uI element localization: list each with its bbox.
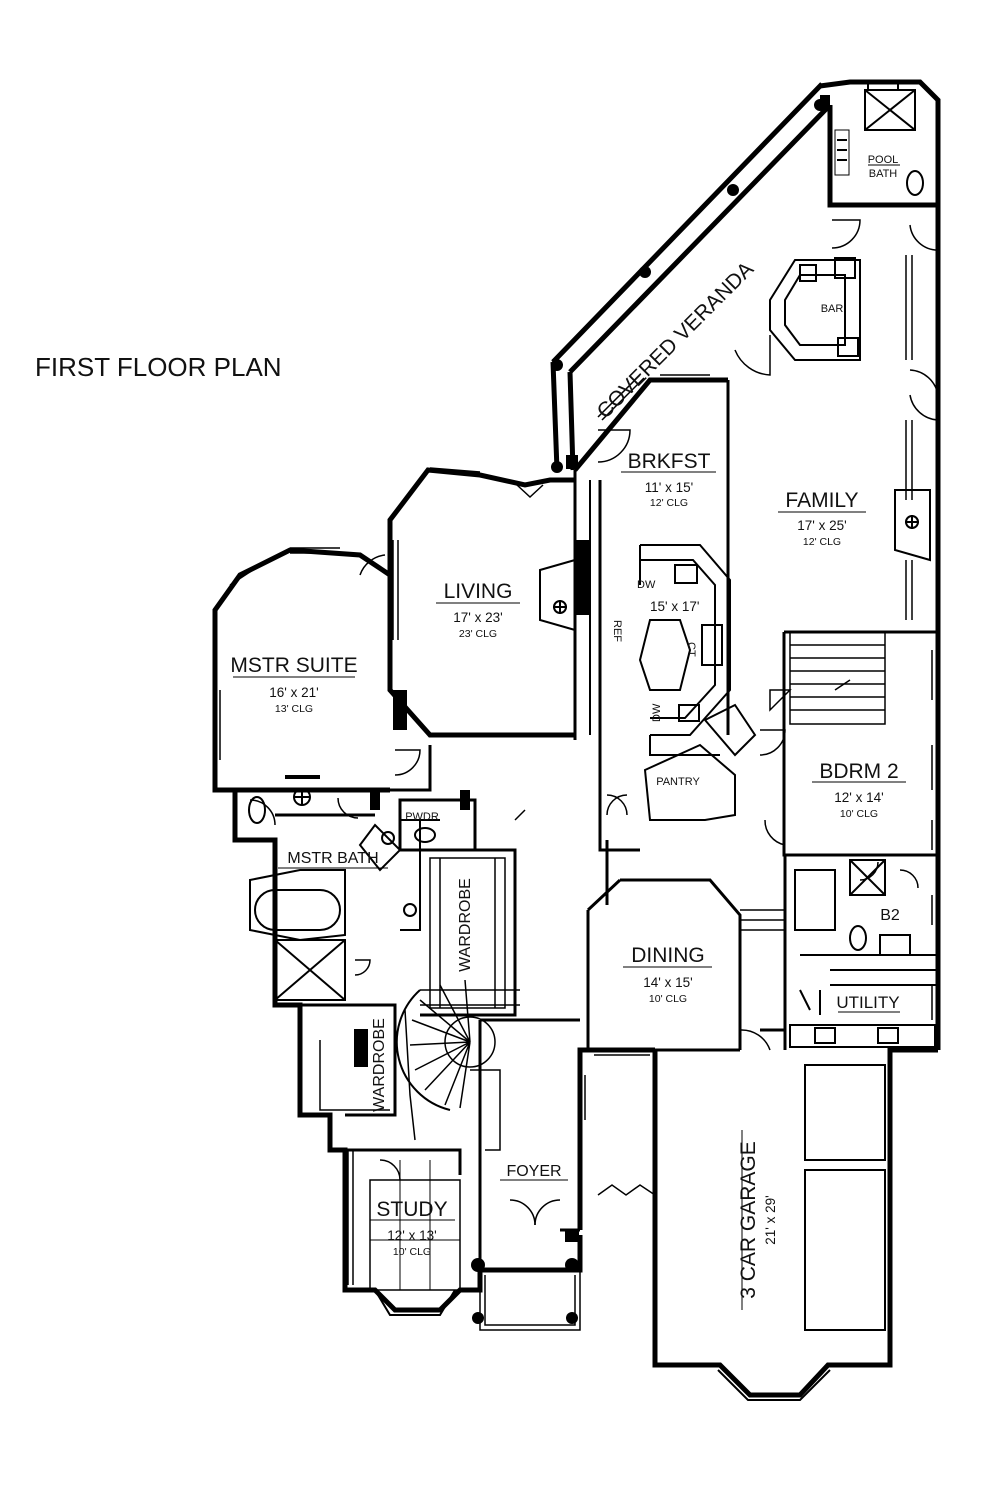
mstr-suite-size: 16' x 21': [269, 685, 318, 700]
pantry-outline: [643, 703, 757, 821]
garage-name: 3 CAR GARAGE: [737, 1141, 760, 1299]
bdrm2-size: 12' x 14': [834, 790, 883, 805]
study-name: STUDY: [376, 1198, 447, 1221]
b2-utility-fixtures: [789, 859, 938, 1048]
study-bay: [369, 1160, 461, 1316]
living-name: LIVING: [444, 580, 513, 603]
living-size: 17' x 23': [453, 610, 502, 625]
covered-veranda-label: COVERED VERANDA: [593, 258, 759, 424]
mstr-suite-name: MSTR SUITE: [230, 654, 357, 677]
utility-label: UTILITY: [836, 993, 899, 1012]
brkfst-size: 11' x 15': [645, 480, 693, 495]
family-name: FAMILY: [785, 489, 858, 512]
pwdr-label: PWDR: [405, 811, 439, 823]
pool-bath-label-1: POOL: [868, 154, 899, 166]
bdrm2-ceiling: 10' CLG: [840, 808, 878, 820]
garage-size: 21' x 29': [763, 1195, 778, 1244]
pantry-label: PANTRY: [656, 776, 700, 788]
columns: [370, 95, 830, 1272]
dining-name: DINING: [631, 944, 705, 967]
b2-label: B2: [880, 907, 900, 924]
label-underlines: [233, 164, 906, 1310]
garage-bays: [717, 1064, 886, 1401]
dining-ceiling: 10' CLG: [649, 993, 687, 1005]
dining-size: 14' x 15': [643, 975, 692, 990]
foyer-label: FOYER: [506, 1163, 561, 1180]
pool-bath-fixtures: [834, 81, 924, 196]
bar-counter: [769, 257, 861, 361]
kitchen-cabinets: [589, 480, 731, 756]
kitchen-size: 15' x 17': [650, 599, 699, 614]
family-ceiling: 12' CLG: [803, 536, 841, 548]
ct-label: CT: [685, 642, 697, 657]
ref-label: REF: [611, 620, 623, 642]
wardrobe-upper-label: WARDROBE: [457, 878, 474, 972]
wardrobe-lower-label: WARDROBE: [371, 1018, 388, 1112]
plan-title: FIRST FLOOR PLAN: [35, 352, 282, 382]
study-ceiling: 10' CLG: [393, 1246, 431, 1258]
foyer-entry: [470, 1069, 581, 1331]
pool-bath-label-2: BATH: [869, 168, 898, 180]
dw-lower-label: DW: [651, 703, 663, 722]
windows: [214, 255, 939, 1285]
bdrm2-name: BDRM 2: [819, 760, 898, 783]
study-size: 12' x 13': [387, 1228, 436, 1243]
brkfst-ceiling: 12' CLG: [650, 497, 688, 509]
living-ceiling: 23' CLG: [459, 628, 497, 640]
brkfst-name: BRKFST: [628, 450, 711, 473]
wardrobe-rods: [319, 857, 506, 1141]
mstr-suite-ceiling: 13' CLG: [275, 703, 313, 715]
dw-upper-label: DW: [637, 579, 656, 591]
stairs: [395, 631, 886, 1111]
fireplaces: [285, 489, 931, 1067]
bar-label: BAR: [821, 303, 844, 315]
mstr-bath-label: MSTR BATH: [287, 850, 378, 867]
master-bath-fixtures: [234, 796, 440, 1001]
family-size: 17' x 25': [797, 518, 846, 533]
doors: [249, 219, 939, 1226]
